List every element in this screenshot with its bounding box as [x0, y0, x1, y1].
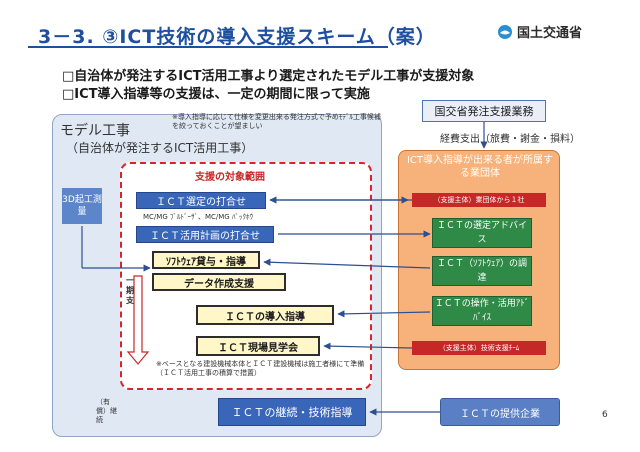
data-creation-box: データ作成支援 — [152, 273, 286, 291]
title-underline — [28, 46, 388, 48]
selection-advice-box: ＩＣＴの選定アドバイス — [432, 218, 532, 248]
ict-guidance-box: ＩＣＴの導入指導 — [196, 305, 334, 325]
tech-team-bar: （支援主体）技術支援ﾁｰﾑ — [412, 341, 546, 355]
industry-org-title: ICT導入指導が出来る者が所属する業団体 — [406, 155, 554, 179]
model-work-subtitle: （自治体が発注するICT活用工事） — [66, 141, 254, 155]
continuation-label: （有償）継続 — [96, 398, 117, 424]
software-procurement-box: ＩＣＴ（ｿﾌﾄｳｪｱ）の調達 — [432, 256, 532, 286]
continued-guidance-box: ＩＣＴの継続・技術指導 — [218, 398, 366, 426]
ministry-name: 国土交通省 — [517, 26, 583, 41]
national-order-box: 国交省発注支援業務 — [422, 100, 546, 122]
bullet-period: □ICT導入指導等の支援は、一定の期間に限って実施 — [62, 87, 370, 102]
ministry-logo: 国土交通省 — [497, 22, 582, 41]
page-title: 3－3. ③ICT技術の導入支援スキーム（案） — [38, 26, 436, 48]
operation-advice-box: ＩＣＴの操作・活用ｱﾄﾞﾊﾞｲｽ — [432, 296, 532, 326]
ministry-emblem-icon — [498, 24, 512, 39]
bullet-target: □自治体が発注するICT活用工事より選定されたモデル工事が支援対象 — [62, 69, 475, 84]
model-work-title: モデル工事 — [60, 123, 130, 139]
support-period-label: 一定期間支援 — [126, 276, 142, 305]
page-number: 6 — [602, 410, 608, 420]
survey-box: 3D起工測量 — [62, 188, 102, 224]
machine-note: ※ベースとなる建設機械本体とＩＣＴ建設機械は施工者様にて準備（ＩＣＴ活用工事の積… — [156, 360, 365, 377]
selection-note: ※導入指導に応じて仕様を変更出来る発注方式で予めﾓﾃﾞﾙ工事候補を絞っておくこと… — [172, 113, 381, 130]
machine-types-label: MC/MG ﾌﾞﾙﾄﾞｰｻﾞ、MC/MG ﾊﾞｯｸﾎｳ — [143, 213, 253, 221]
software-support-box: ｿﾌﾄｳｪｱ貸与・指導 — [152, 251, 260, 269]
ict-selection-meeting: ＩＣＴ選定の打合せ — [136, 192, 266, 209]
ict-vendor-box: ＩＣＴの提供企業 — [440, 398, 560, 426]
agency-bar: （支援主体）業団体から１社 — [412, 193, 546, 207]
site-visit-box: ＩＣＴ現場見学会 — [196, 336, 320, 356]
expense-label: 経費支出（旅費・謝金・損料） — [440, 134, 580, 145]
support-scope-title: 支援の対象範囲 — [195, 172, 265, 183]
ict-plan-meeting: ＩＣＴ活用計画の打合せ — [136, 226, 274, 243]
